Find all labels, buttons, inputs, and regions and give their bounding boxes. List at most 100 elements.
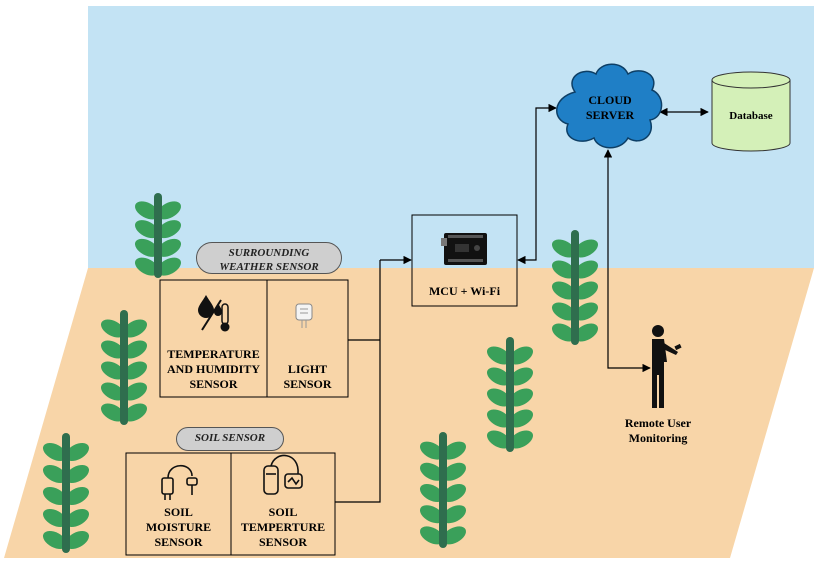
arduino-board-icon [441,233,487,265]
person-icon [652,325,682,408]
cloud-server-label: CLOUD SERVER [572,93,648,123]
plant-leaf [551,302,577,321]
plant-leaf [419,441,445,460]
plant-leaf [419,462,445,481]
plant-leaf [486,346,512,365]
plant-leaf [551,260,577,279]
temp-humidity-line2: AND HUMIDITY [167,362,260,376]
plant-leaf [122,319,148,338]
plant-leaf [156,201,182,220]
weather-group-label-line2: WEATHER SENSOR [219,261,319,273]
plant-leaf [573,260,599,279]
water-drop-thermometer-icon [198,295,230,332]
temp-humidity-line1: TEMPERATURE [167,347,260,361]
soil-temperature-sensor-box [230,452,336,556]
soil-group-label-text: SOIL SENSOR [194,432,266,444]
cloud-label-line2: SERVER [585,108,635,122]
plant-leaf [486,367,512,386]
cloud-server-shape [556,63,663,149]
plant-leaf [508,430,534,449]
plant-leaf [551,239,577,258]
soil-temp-line1: SOIL [268,505,298,519]
soil-temperature-probe-icon [263,454,303,495]
sky-background [88,6,814,268]
plant-leaf [508,409,534,428]
plant-leaf [100,340,126,359]
plant-leaf [100,319,126,338]
temp-humidity-sensor-label: TEMPERATURE AND HUMIDITY SENSOR [160,347,267,392]
plant-leaf [134,220,160,239]
plant-leaf [42,508,68,528]
plant-leaf [486,409,512,428]
plant-leaf [551,323,577,342]
plant-leaf [64,486,90,506]
soil-moisture-line2: MOISTURE [145,520,212,534]
remote-user-line1: Remote User [624,416,692,430]
mcu-box [411,214,518,307]
plant-stem [506,337,514,452]
plant-stem [439,432,447,548]
plant-leaf [156,257,182,276]
soil-probe-icon [161,464,198,500]
plant-leaf [441,483,467,503]
plant-leaf [508,388,534,407]
soil-connector [335,260,381,503]
plant-1 [134,193,182,278]
soil-temperature-sensor-label: SOIL TEMPERTURE SENSOR [231,505,335,550]
plant-leaf [42,464,68,484]
plant-leaf [42,530,68,550]
soil-moisture-line3: SENSOR [154,535,203,549]
database-label: Database [712,109,790,124]
soil-temp-line2: TEMPERTURE [240,520,326,534]
plant-leaf [419,526,445,545]
plant-leaf [122,361,148,380]
plant-leaf [486,430,512,449]
plant-leaf [441,441,467,460]
plant-leaf [441,505,467,524]
remote-user-label: Remote User Monitoring [600,416,716,446]
plant-leaf [64,530,90,550]
plant-leaf [573,323,599,342]
plant-4 [551,230,599,345]
plant-leaf [64,464,90,484]
weather-sensor-group-label: SURROUNDING WEATHER SENSOR [196,242,342,274]
mcu-cloud-link [517,103,557,265]
mcu-label-text: MCU + Wi-Fi [428,284,501,298]
mcu-label: MCU + Wi-Fi [412,284,517,299]
plant-leaf [134,257,160,276]
plant-leaf [156,238,182,257]
plant-leaf [100,361,126,380]
plant-leaf [573,281,599,300]
plant-3 [42,433,90,553]
plant-leaf [42,442,68,462]
plant-leaf [122,340,148,359]
plant-leaf [419,483,445,503]
plant-leaf [64,508,90,528]
plant-leaf [508,367,534,386]
plant-leaf [122,382,148,401]
plant-stem [120,310,128,425]
plant-leaf [100,403,126,422]
plant-leaf [573,302,599,321]
light-sensor-icon [295,303,313,328]
plant-2 [100,310,148,425]
plant-leaf [441,526,467,545]
plant-stem [571,230,579,345]
plant-leaf [486,388,512,407]
plant-stem [154,193,162,278]
plant-leaf [42,486,68,506]
database-icon [711,71,791,152]
soil-moisture-line1: SOIL [164,505,193,519]
plant-leaf [156,220,182,239]
soil-moisture-sensor-label: SOIL MOISTURE SENSOR [126,505,231,550]
plant-leaf [551,281,577,300]
plant-leaf [419,505,445,524]
cloud-user-link [603,149,651,373]
weather-group-label-line1: SURROUNDING [228,247,310,259]
plant-leaf [64,442,90,462]
soil-sensor-group-label: SOIL SENSOR [176,427,284,451]
light-sensor-label: LIGHT SENSOR [267,362,348,392]
light-line2: SENSOR [283,377,332,391]
plant-leaf [100,382,126,401]
